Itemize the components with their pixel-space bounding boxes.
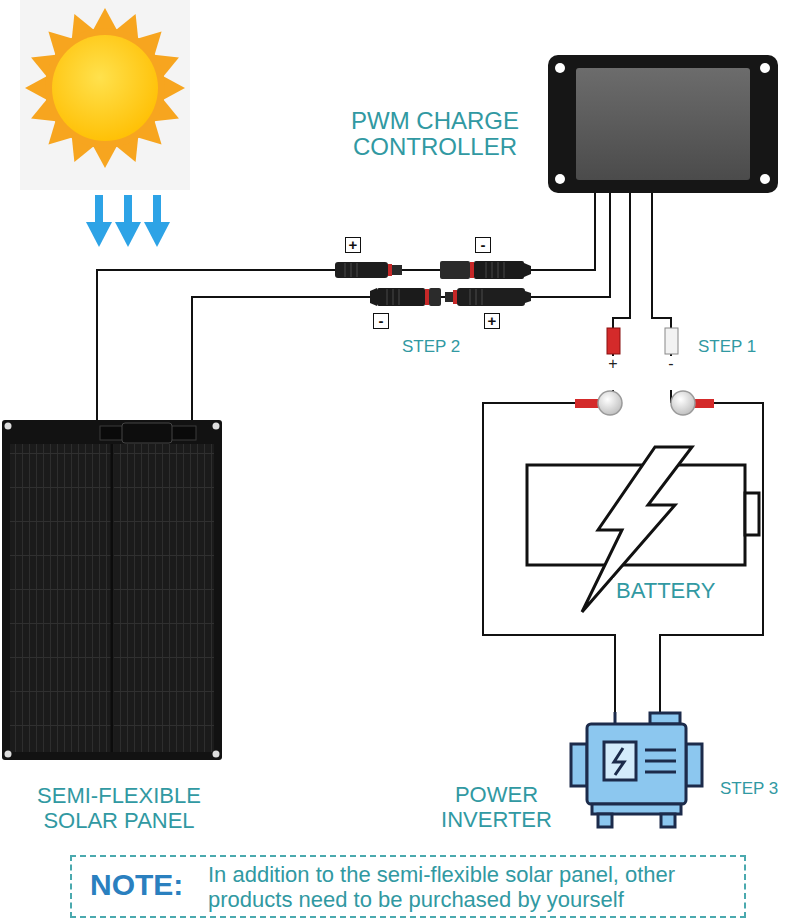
solar-panel-face (2, 420, 222, 760)
positive-terminal (598, 391, 622, 415)
negative-plug (665, 328, 678, 354)
sun-disk (52, 35, 158, 141)
controller-face (548, 55, 778, 193)
sun-ring (45, 28, 165, 148)
wire (192, 193, 610, 420)
polarity-sign: + (484, 313, 500, 329)
mc4-female-connector (370, 288, 441, 306)
polarity-sign: + (345, 237, 361, 253)
inverter-icon (568, 712, 705, 830)
panel-heading: SEMI-FLEXIBLE SOLAR PANEL (24, 783, 214, 833)
sun-rays (25, 8, 185, 168)
polarity-sign: - (475, 237, 491, 253)
step-label: STEP 2 (402, 337, 460, 357)
positive-lug (575, 399, 601, 408)
positive-plug (607, 328, 620, 354)
note-box: NOTE: In addition to the semi-flexible so… (70, 855, 746, 918)
inverter-heading: POWER INVERTER (434, 782, 559, 832)
battery-label: BATTERY (613, 578, 718, 603)
step-label: STEP 3 (720, 779, 778, 799)
wire (97, 193, 595, 420)
polarity-sign: - (373, 313, 389, 329)
battery: BATTERY (483, 403, 763, 635)
negative-terminal (671, 391, 695, 415)
note-body: In addition to the semi-flexible solar p… (208, 862, 698, 912)
solar-panel: SEMI-FLEXIBLE SOLAR PANEL (2, 420, 222, 760)
note-title: NOTE: (90, 868, 183, 902)
power-inverter: POWER INVERTER (568, 712, 705, 830)
negative-lug (694, 399, 714, 408)
controller-heading: PWM CHARGE CONTROLLER (335, 108, 535, 160)
sun-ground (20, 0, 190, 190)
step-label: STEP 1 (698, 337, 756, 357)
mc4-male-connector (445, 288, 531, 306)
sunlight-arrows (86, 195, 170, 247)
mc4-female-connector (440, 261, 531, 279)
polarity-sign: + (606, 356, 620, 390)
charge-controller: PWM CHARGE CONTROLLER (548, 55, 778, 193)
polarity-sign: - (664, 356, 678, 390)
mc4-male-connector (335, 262, 402, 278)
